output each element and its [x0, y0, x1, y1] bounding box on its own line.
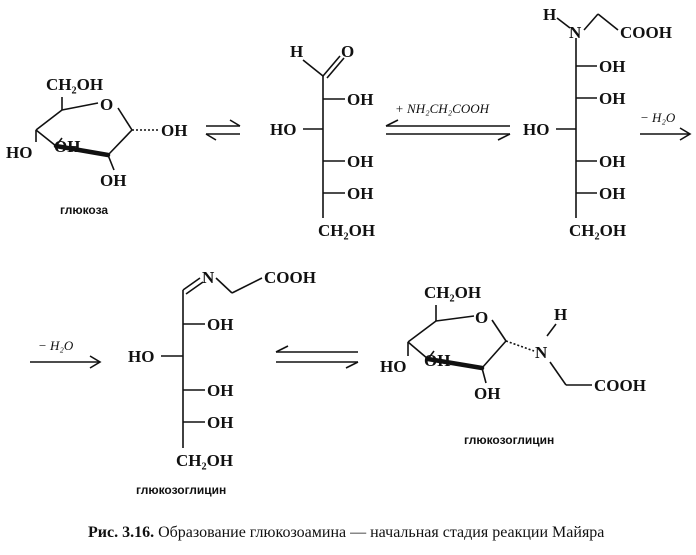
amino-adduct-oh2-label: OH [599, 89, 625, 108]
glucosylamine-h-label: H [554, 305, 567, 324]
schiff-base-name-label: глюкозоглицин [136, 483, 226, 497]
schiff-base-cooh-label: COOH [264, 268, 316, 287]
glucosylamine-name-label: глюкозоглицин [464, 433, 554, 447]
schiff-base-n-label: N [202, 268, 215, 287]
amino-adduct-oh4-label: OH [599, 152, 625, 171]
glucosylamine-ho-label: HO [380, 357, 406, 376]
open-glucose-oh4-label: OH [347, 184, 373, 203]
amino-adduct-cooh-label: COOH [620, 23, 672, 42]
glucosylamine-ring-structure [407, 305, 592, 386]
schiff-base-ch2oh-label: CH₂OH [176, 451, 233, 470]
amino-adduct-ch2oh-label: CH₂OH [569, 221, 626, 240]
schiff-base-oh4-label: OH [207, 413, 233, 432]
dehydration-label-2: − H₂O [38, 338, 74, 353]
glucose-c3-oh-label: OH [54, 137, 80, 156]
glucose-ring-oxygen-label: O [100, 95, 113, 114]
figure-caption-text: Образование глюкозоамина — начальная ста… [158, 524, 605, 541]
amino-adduct-structure [556, 13, 619, 218]
glucose-ring-structure [35, 97, 160, 171]
glycine-addition-label: + NH₂CH₂COOH [395, 101, 490, 116]
equilibrium-arrow-cyclization [275, 345, 359, 369]
figure-caption-label: Рис. 3.16. [88, 524, 155, 541]
open-glucose-ch2oh-label: CH₂OH [318, 221, 375, 240]
open-glucose-oh1-label: OH [347, 90, 373, 109]
dehydration-arrow-2 [30, 355, 102, 369]
glucose-c2-oh-label: OH [100, 171, 126, 190]
dehydration-arrow-1 [640, 127, 692, 141]
schiff-base-oh1-label: OH [207, 315, 233, 334]
open-glucose-aldehyde-o-label: O [341, 42, 354, 61]
glucosylamine-cooh-label: COOH [594, 376, 646, 395]
glucosylamine-c3-oh-label: OH [424, 351, 450, 370]
glucose-ho-label: HO [6, 143, 32, 162]
open-glucose-h-label: H [290, 42, 303, 61]
amino-adduct-h-label: H [543, 5, 556, 24]
amino-adduct-ho3-label: HO [523, 120, 549, 139]
glucose-anomeric-oh-label: OH [161, 121, 187, 140]
glucosylamine-ring-oxygen-label: O [475, 308, 488, 327]
equilibrium-arrow-glycine [385, 119, 511, 141]
equilibrium-arrow-ring-open [205, 119, 241, 141]
glucosylamine-c2-oh-label: OH [474, 384, 500, 403]
open-glucose-ho2-label: HO [270, 120, 296, 139]
schiff-base-oh3-label: OH [207, 381, 233, 400]
glucose-name-label: глюкоза [60, 203, 108, 217]
amino-adduct-oh5-label: OH [599, 184, 625, 203]
open-glucose-oh3-label: OH [347, 152, 373, 171]
schiff-base-ho2-label: HO [128, 347, 154, 366]
amino-adduct-n-label: N [569, 23, 582, 42]
open-glucose-structure [302, 55, 345, 218]
figure-caption: Рис. 3.16. Образование глюкозоамина — на… [88, 524, 688, 542]
dehydration-label-1: − H₂O [640, 110, 676, 125]
glucosylamine-n-label: N [535, 343, 548, 362]
amino-adduct-oh1-label: OH [599, 57, 625, 76]
glucosylamine-ch2oh-label: CH₂OH [424, 283, 481, 302]
glucose-ch2oh-label: CH₂OH [46, 75, 103, 94]
schiff-base-structure [161, 277, 263, 448]
